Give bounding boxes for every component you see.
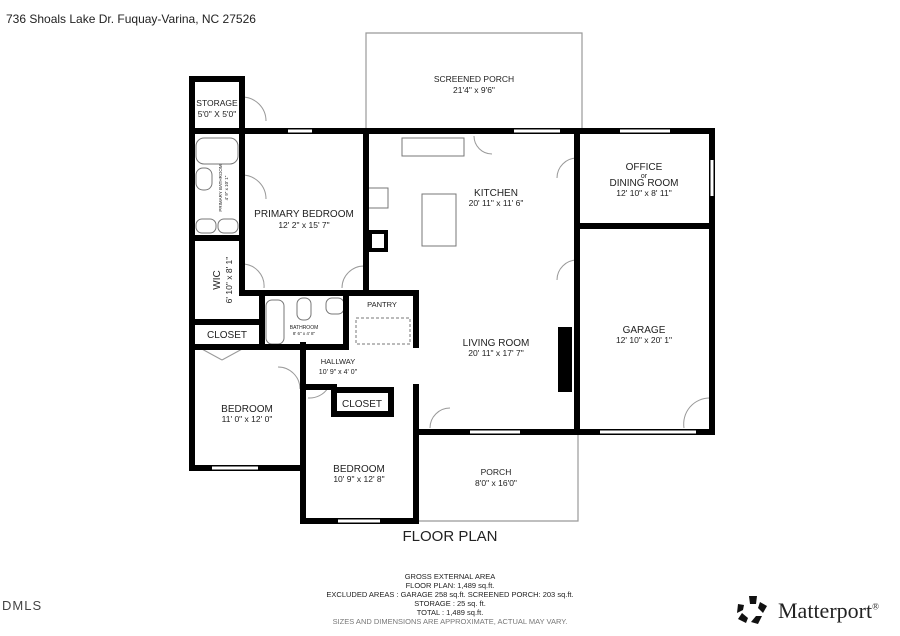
exterior-outlines (365, 32, 583, 522)
room-name: LIVING ROOM (463, 338, 530, 349)
floor-plan-title: FLOOR PLAN (402, 528, 498, 545)
fixtures (195, 137, 465, 345)
room-dims: 12' 10" x 8' 11" (616, 188, 671, 198)
area-line: FLOOR PLAN: 1,489 sq.ft. (405, 581, 495, 590)
room-dims: 8' 6" x 4' 8" (293, 331, 316, 336)
room-name: DINING ROOM (610, 178, 679, 189)
windows (212, 129, 714, 523)
room-name: BATHROOM (290, 325, 319, 331)
mls-logo: DMLS (2, 598, 43, 613)
disclaimer: SIZES AND DIMENSIONS ARE APPROXIMATE, AC… (332, 617, 568, 626)
room-dims: 10' 9" x 12' 8" (333, 474, 384, 484)
room-name: BEDROOM (221, 404, 273, 415)
room-name: HALLWAY (321, 357, 355, 366)
room-dims: 12' 10" x 20' 1" (616, 335, 672, 345)
brand-name: Matterport® (778, 598, 879, 623)
room-name: SCREENED PORCH (434, 74, 514, 84)
fireplace (558, 327, 572, 392)
room-dims: 20' 11" x 17' 7" (468, 348, 523, 358)
fridge (368, 230, 388, 252)
room-name: GARAGE (623, 325, 666, 336)
screened-porch-outline (365, 32, 583, 131)
tub (265, 299, 285, 345)
room-dims: 5'0" X 5'0" (198, 109, 237, 119)
room-dims: 8'0" x 16'0" (475, 478, 517, 488)
room-name: CLOSET (342, 399, 382, 410)
room-name: WIC (212, 270, 223, 289)
sink (195, 218, 217, 234)
stove (367, 187, 389, 209)
room-dims: 11' 0" x 12' 0" (222, 414, 273, 424)
room-labels: SCREENED PORCH 21'4" x 9'6" STORAGE 5'0"… (196, 74, 678, 488)
room-name: PRIMARY BEDROOM (254, 209, 354, 220)
room-dims: 21'4" x 9'6" (453, 85, 495, 95)
address: 736 Shoals Lake Dr. Fuquay-Varina, NC 27… (6, 12, 256, 26)
room-name: CLOSET (207, 330, 247, 341)
room-dims: 4' 9" x 10' 1" (224, 175, 229, 200)
area-line: EXCLUDED AREAS : GARAGE 258 sq.ft. SCREE… (326, 590, 574, 599)
kitchen-counter (401, 137, 465, 157)
room-name: PORCH (481, 467, 512, 477)
sink (217, 218, 239, 234)
sink (325, 297, 345, 315)
room-name: PANTRY (367, 300, 397, 309)
area-line: TOTAL : 1,489 sq.ft. (416, 608, 484, 617)
room-name: or (641, 173, 648, 180)
room-name: BEDROOM (333, 464, 385, 475)
toilet (195, 167, 213, 191)
room-name: KITCHEN (474, 188, 518, 199)
toilet (296, 297, 312, 321)
area-line: GROSS EXTERNAL AREA (404, 572, 496, 581)
area-line: STORAGE : 25 sq. ft. (414, 599, 486, 608)
room-dims: 10' 9" x 4' 0" (319, 369, 358, 376)
room-dims: 6' 10" x 8' 1" (224, 257, 234, 304)
area-summary: GROSS EXTERNAL AREA FLOOR PLAN: 1,489 sq… (300, 572, 600, 626)
room-name: PRIMARY BATHROOM (218, 164, 223, 212)
room-name: OFFICE (626, 162, 663, 173)
room-dims: 12' 2" x 15' 7" (278, 220, 329, 230)
tub (195, 137, 239, 165)
room-name: STORAGE (196, 98, 238, 108)
washer-dryer (355, 317, 411, 345)
room-dims: 20' 11" x 11' 6" (469, 198, 524, 208)
kitchen-island (421, 193, 457, 247)
